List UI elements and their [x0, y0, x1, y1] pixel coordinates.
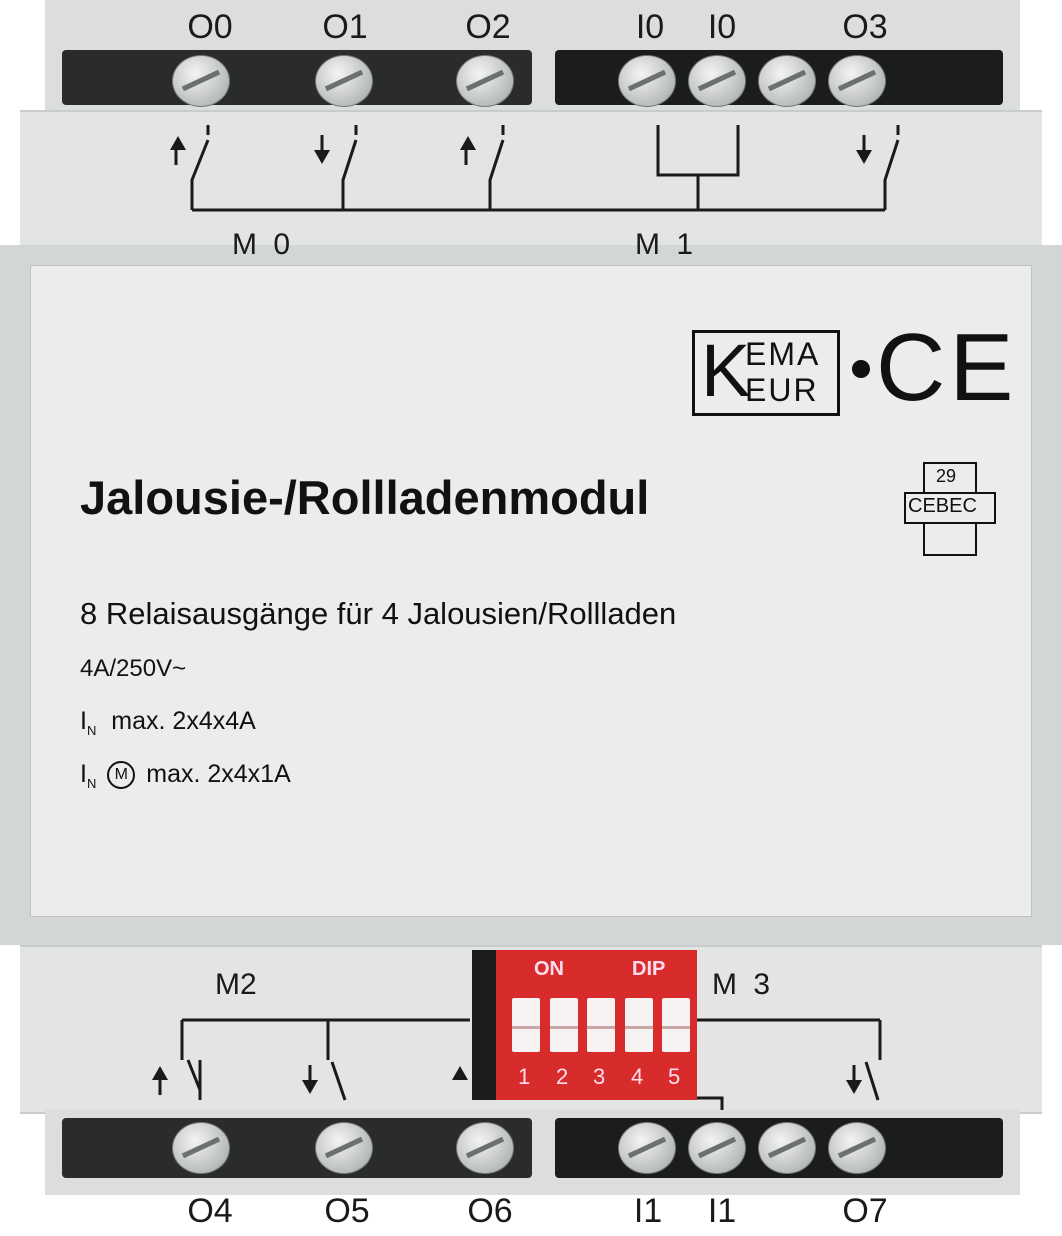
kema-k: K [701, 329, 751, 412]
terminal-label-i0: I0 [635, 8, 665, 46]
terminal-screw[interactable] [688, 1122, 746, 1174]
current-subscript: N [86, 776, 97, 791]
dip-switch-5[interactable] [662, 998, 690, 1052]
dip-label: DIP [632, 958, 666, 980]
terminal-label-o0: O0 [187, 8, 233, 46]
terminal-screw[interactable] [172, 1122, 230, 1174]
terminal-screw[interactable] [315, 1122, 373, 1174]
terminal-label-i1: I1 [633, 1192, 663, 1230]
cebec-logo: 29 CEBEC [900, 462, 1000, 556]
voltage-rating: 4A/250V~ [80, 655, 187, 682]
terminal-label-i1: I1 [707, 1192, 737, 1230]
dip-number-2: 2 [556, 1064, 569, 1089]
dip-number-4: 4 [631, 1064, 644, 1089]
dip-switch-edge [472, 950, 496, 1100]
product-title: Jalousie-/Rollladenmodul [80, 471, 650, 524]
terminal-screw[interactable] [688, 55, 746, 107]
product-description: 8 Relaisausgänge für 4 Jalousien/Rolllad… [80, 596, 677, 631]
terminal-label-i0: I0 [707, 8, 737, 46]
current-symbol: I [80, 760, 87, 788]
dip-number-1: 1 [518, 1064, 531, 1089]
dip-switch-3[interactable] [587, 998, 615, 1052]
kema-top: EMA [745, 336, 821, 372]
terminal-screw[interactable] [618, 55, 676, 107]
motor-current-max: max. 2x4x1A [146, 760, 291, 788]
dot-separator [852, 360, 870, 378]
terminal-screw[interactable] [172, 55, 230, 107]
terminal-label-o4: O4 [187, 1192, 233, 1230]
terminal-label-o5: O5 [324, 1192, 370, 1230]
motor-group-m2: M2 [215, 968, 257, 1001]
terminal-screw[interactable] [456, 55, 514, 107]
motor-icon: M [107, 761, 136, 790]
dip-switch-2[interactable] [550, 998, 578, 1052]
terminal-screw[interactable] [828, 55, 886, 107]
current-max: max. 2x4x4A [111, 707, 256, 735]
current-symbol: I [80, 707, 87, 735]
dip-switch[interactable]: ON DIP 1 2 3 4 5 [472, 950, 697, 1100]
current-subscript: N [86, 723, 97, 738]
terminal-screw[interactable] [758, 1122, 816, 1174]
terminal-label-o6: O6 [467, 1192, 513, 1230]
current-rating: IN max. 2x4x4A [80, 707, 256, 738]
dip-number-5: 5 [668, 1064, 681, 1089]
top-terminal-well-left [62, 50, 532, 105]
ce-mark: CE [876, 314, 1018, 421]
dip-number-3: 3 [593, 1064, 606, 1089]
top-cover-strip [20, 110, 1042, 249]
terminal-label-o7: O7 [842, 1192, 888, 1230]
terminal-screw[interactable] [315, 55, 373, 107]
terminal-screw[interactable] [758, 55, 816, 107]
cebec-cross-horizontal [904, 492, 996, 524]
dip-switch-4[interactable] [625, 998, 653, 1052]
dip-switch-1[interactable] [512, 998, 540, 1052]
terminal-screw[interactable] [828, 1122, 886, 1174]
terminal-screw[interactable] [618, 1122, 676, 1174]
dip-on-label: ON [534, 958, 564, 980]
cebec-text: CEBEC [908, 495, 977, 517]
kema-bottom: EUR [745, 372, 819, 408]
motor-current-rating: IN M max. 2x4x1A [80, 760, 291, 791]
motor-group-m3: M 3 [712, 968, 775, 1001]
terminal-screw[interactable] [456, 1122, 514, 1174]
terminal-label-o1: O1 [322, 8, 368, 46]
kema-keur-logo: K EMA EUR [692, 330, 840, 416]
terminal-label-o2: O2 [465, 8, 511, 46]
motor-group-m1: M 1 [635, 228, 698, 261]
bottom-terminal-well-left [62, 1118, 532, 1178]
cebec-number: 29 [936, 466, 957, 486]
terminal-label-o3: O3 [842, 8, 888, 46]
motor-group-m0: M 0 [232, 228, 295, 261]
